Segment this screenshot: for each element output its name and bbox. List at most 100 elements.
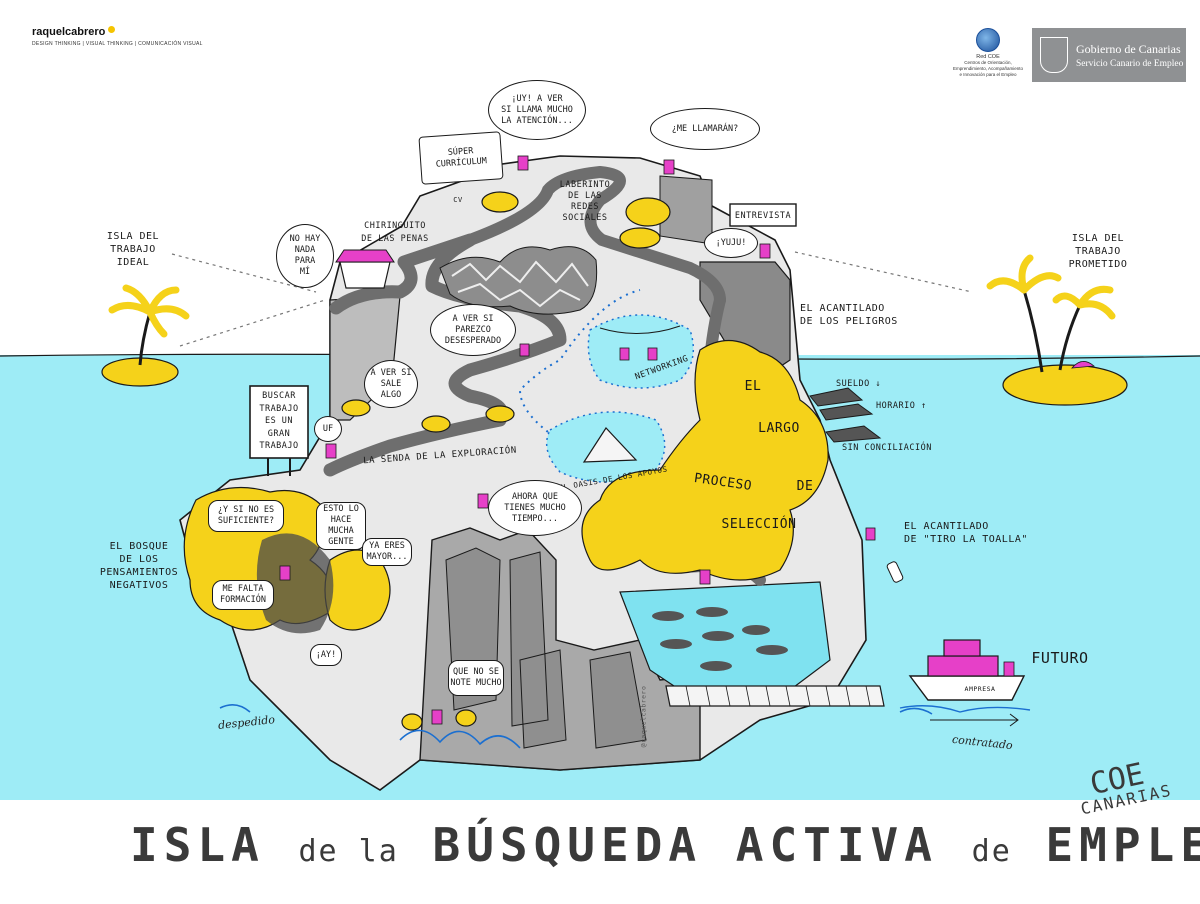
brand-tagline: DESIGN THINKING | VISUAL THINKING | COMU… (32, 41, 203, 47)
label-acantilado-toalla: EL ACANTILADO DE "TIRO LA TOALLA" (904, 521, 1028, 545)
bubble-no-se-note: QUE NO SE NOTE MUCHO (448, 660, 504, 696)
bubble-no-hay: NO HAY NADA PARA MÍ (276, 224, 334, 288)
lake-stone-6 (756, 645, 788, 655)
person-uy (517, 155, 529, 171)
person-toalla (865, 527, 876, 541)
person-net-1 (619, 347, 630, 361)
sign-entrevista-board (729, 203, 797, 227)
brand-logo: raquelcabrero DESIGN THINKING | VISUAL T… (32, 26, 203, 47)
ship-cabin (927, 655, 999, 677)
bubble-mucha-gente: ESTO LO HACE MUCHA GENTE (316, 502, 366, 550)
person-cave (279, 565, 291, 581)
label-isla-ideal: ISLA DEL TRABAJO IDEAL (106, 231, 160, 268)
label-largo: LARGO (758, 421, 800, 436)
label-horario: HORARIO ↑ (876, 401, 927, 411)
sea-bottom (0, 800, 1200, 900)
tree-5 (421, 415, 451, 433)
lake-stone-7 (700, 661, 732, 671)
label-ship: AMPRESA (964, 685, 996, 693)
label-acantilado-peligros: EL ACANTILADO DE LOS PELIGROS (800, 303, 898, 327)
tree-2 (625, 197, 671, 227)
person-bottom (431, 709, 443, 725)
bubble-uy: ¡UY! A VER SI LLAMA MUCHO LA ATENCIÓN... (488, 80, 586, 140)
person-ahora (477, 493, 489, 509)
label-entrevista: ENTREVISTA (734, 211, 792, 221)
label-sin-conciliacion: SIN CONCILIACIÓN (842, 443, 932, 453)
bubble-ahora: AHORA QUE TIENES MUCHO TIEMPO... (488, 480, 582, 536)
brand-name: raquelcabrero (32, 26, 203, 38)
tree-4 (341, 399, 371, 417)
ship-wake (899, 705, 1031, 713)
ship-bridge (943, 639, 981, 657)
gobierno-logo: Gobierno de Canarias Servicio Canario de… (1032, 28, 1186, 82)
bubble-sale: A VER SI SALE ALGO (364, 360, 418, 408)
people (279, 155, 1015, 725)
lake-stone-5 (742, 625, 770, 635)
globe-icon (976, 28, 1000, 52)
trail-upper (464, 165, 726, 306)
person-uf (325, 443, 337, 459)
right-palm-trunk (1022, 289, 1082, 373)
arrow-prometido (794, 251, 973, 293)
trail-main (323, 233, 567, 477)
person-net-2 (647, 347, 658, 361)
sign-buscar-post (267, 458, 291, 476)
networking-bunting (599, 325, 681, 334)
lake-stone-4 (702, 631, 734, 641)
bubble-yuju: ¡YUJU! (704, 228, 758, 258)
tree-8 (455, 709, 477, 727)
tent (582, 427, 638, 463)
bubble-mayor: YA ERES MAYOR... (362, 538, 412, 566)
bubble-uf: UF (314, 416, 342, 442)
label-sueldo: SUELDO ↓ (836, 379, 881, 389)
pier-planks (685, 685, 871, 707)
bubble-ay: ¡AY! (310, 644, 342, 666)
networking-zone (587, 314, 695, 389)
title-word-dela: de la (298, 834, 399, 869)
maze-lines (451, 260, 589, 308)
chiringuito-roof (335, 249, 395, 263)
label-credit: @raquelcabrero (639, 685, 648, 748)
tree-7 (401, 713, 423, 731)
lake-stone-2 (696, 607, 728, 617)
red-coe-logo: Red COE Centros de Orientación, Emprendi… (952, 28, 1024, 78)
title-word-empleo: EMPLEO (1045, 818, 1200, 872)
label-futuro: FUTURO (1031, 649, 1089, 667)
tree-1 (481, 191, 519, 213)
pier (665, 685, 885, 707)
main-title: ISLA de la BÚSQUEDA ACTIVA de EMPLEO (130, 818, 1200, 878)
cave (256, 533, 334, 634)
label-el: EL (744, 379, 762, 394)
title-word-isla: ISLA (130, 818, 265, 872)
tree-6 (485, 405, 515, 423)
bubble-super: SÚPER CURRÍCULUM (418, 131, 504, 185)
right-palm-leaves (986, 254, 1116, 320)
person-parezco (519, 343, 530, 357)
rock-pillars-2 (445, 547, 647, 749)
person-ship (1003, 661, 1015, 677)
arrow-ideal-2 (179, 299, 326, 347)
label-laberinto: LABERINTO DE LAS REDES SOCIALES (559, 180, 611, 223)
gobierno-line2: Servicio Canario de Empleo (1076, 58, 1184, 69)
person-llamaran (663, 159, 675, 175)
gobierno-line1: Gobierno de Canarias (1076, 41, 1181, 56)
coat-of-arms-icon (1040, 37, 1068, 73)
lake-stone-1 (652, 611, 684, 621)
beach-umbrella (1071, 361, 1095, 369)
message-bottle (886, 561, 904, 583)
label-isla-prometido: ISLA DEL TRABAJO PROMETIDO (1068, 233, 1128, 270)
title-word-de: de (971, 834, 1012, 869)
crocodile-sueldo (809, 387, 864, 407)
crocodile-horario (819, 403, 874, 421)
left-palm-leaves (108, 284, 190, 338)
waves (219, 704, 933, 749)
bubble-llamaran: ¿ME LLAMARÁN? (650, 108, 760, 150)
sign-buscar-text: BUSCAR TRABAJO ES UN GRAN TRABAJO (259, 391, 299, 451)
bubble-formacion: ME FALTA FORMACIÓN (212, 580, 274, 610)
brand-dot-icon (108, 26, 116, 33)
label-bosque: EL BOSQUE DE LOS PENSAMIENTOS NEGATIVOS (99, 541, 179, 591)
tree-3 (619, 227, 661, 249)
person-lake (699, 569, 711, 585)
